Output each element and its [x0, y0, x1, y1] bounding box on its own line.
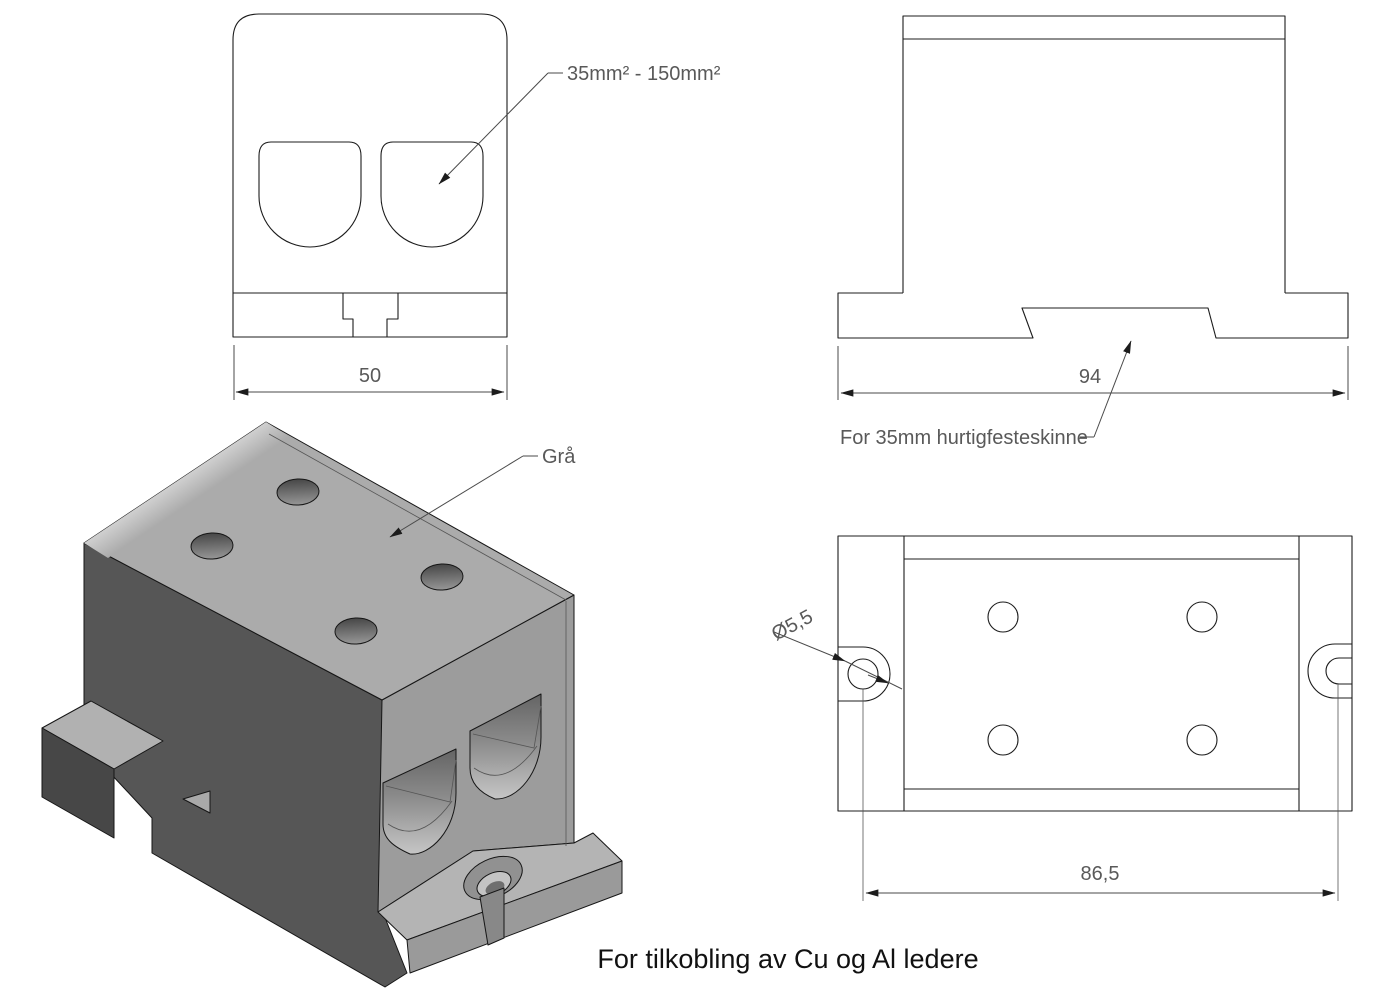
iso-window-crease-left — [385, 759, 457, 803]
top-inner-edges — [904, 558, 1299, 790]
dim865-value: 86,5 — [1081, 863, 1120, 885]
iso-din-notch — [182, 790, 211, 814]
rail-note-label: For 35mm hurtigfesteskinne — [840, 427, 1088, 449]
wire-range-label: 35mm² - 150mm² — [567, 63, 721, 85]
mount-slot-right-inner — [1325, 657, 1352, 685]
iso-window-bowl-left — [387, 800, 453, 832]
side-flange-outline — [837, 292, 1349, 339]
mount-hole-left — [847, 658, 879, 690]
iso-flange-front — [406, 860, 623, 974]
iso-top-hole-3 — [420, 563, 464, 591]
iso-top-edge-line — [268, 433, 567, 601]
iso-cable-window-left — [382, 748, 457, 855]
hole-dia-leader-arrow1 — [773, 631, 846, 662]
iso-top-hole-1 — [276, 478, 320, 506]
color-label-leader-arrow — [389, 455, 524, 538]
front-view: 35mm² - 150mm² 50 — [232, 13, 721, 400]
mount-slot-left — [838, 646, 891, 702]
iso-left-flange-front — [41, 727, 115, 839]
top-hole-4 — [1186, 724, 1218, 756]
iso-top-edge-band — [84, 422, 290, 558]
iso-screw-slot — [479, 887, 505, 946]
cable-opening-left — [258, 141, 362, 248]
top-outline — [837, 535, 1353, 812]
iso-window-crease-right — [472, 705, 542, 749]
drawing-caption: For tilkobling av Cu og Al ledere — [597, 944, 978, 974]
top-view: 86,5 Ø5,5 — [768, 535, 1353, 901]
dim94-value: 94 — [1079, 366, 1101, 388]
cable-opening-right — [380, 141, 484, 248]
mount-slot-right-outer — [1307, 643, 1352, 699]
side-body-outline — [902, 15, 1286, 293]
iso-top-hole-2 — [190, 532, 234, 560]
side-view: 94 For 35mm hurtigfesteskinne — [837, 15, 1349, 449]
dim94-ext-lines — [837, 346, 1349, 400]
iso-window-bowl-right — [473, 745, 538, 776]
front-outline — [232, 13, 508, 338]
dim50-value: 50 — [359, 365, 381, 387]
top-hole-2 — [1186, 601, 1218, 633]
wire-range-leader-arrow — [438, 72, 549, 185]
color-label: Grå — [542, 446, 576, 468]
isometric-view: Grå — [41, 421, 623, 988]
top-hole-1 — [987, 601, 1019, 633]
hole-dia-leader-tail — [844, 660, 903, 690]
iso-top-hole-4 — [334, 617, 378, 645]
top-ear-dividers — [903, 536, 1300, 811]
front-din-clip — [342, 293, 399, 337]
rail-note-leader-arrow — [1093, 340, 1132, 438]
dim50-ext-lines — [233, 345, 508, 400]
top-hole-3 — [987, 724, 1019, 756]
iso-cable-window-right — [469, 693, 542, 800]
hole-dia-leader-arrow2 — [867, 674, 889, 684]
